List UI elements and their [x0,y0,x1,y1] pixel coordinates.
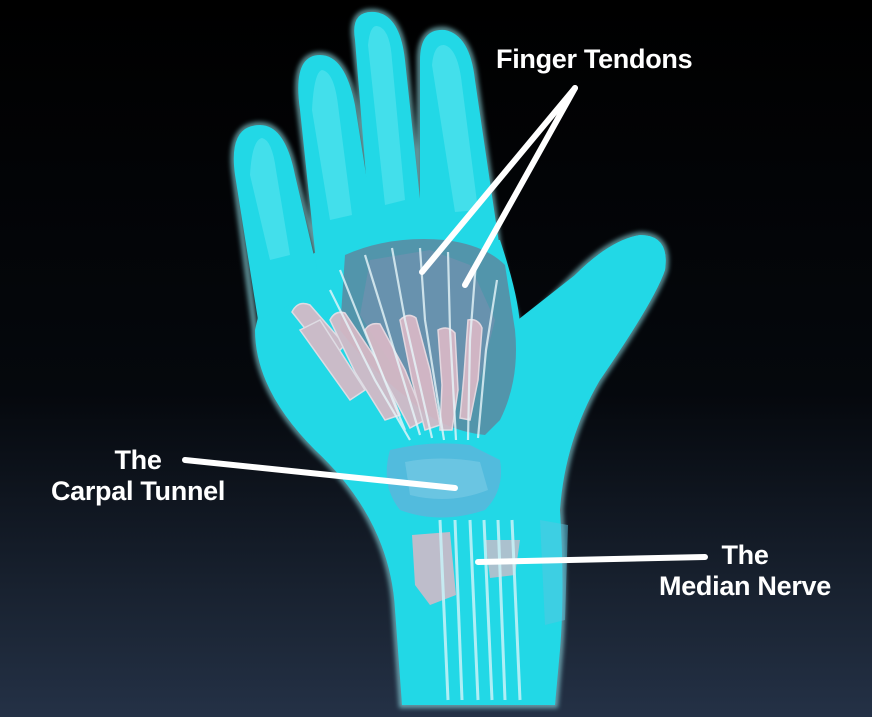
median-nerve-label: The Median Nerve [625,540,865,602]
carpal-tunnel-label: The Carpal Tunnel [18,445,258,507]
finger-tendons-label: Finger Tendons [496,44,692,75]
finger-tendons-text: Finger Tendons [496,44,692,75]
median-nerve-text-line1: The [625,540,865,571]
carpal-tunnel-text-line1: The [18,445,258,476]
carpal-tunnel-text-line2: Carpal Tunnel [18,476,258,507]
median-nerve-text-line2: Median Nerve [625,571,865,602]
